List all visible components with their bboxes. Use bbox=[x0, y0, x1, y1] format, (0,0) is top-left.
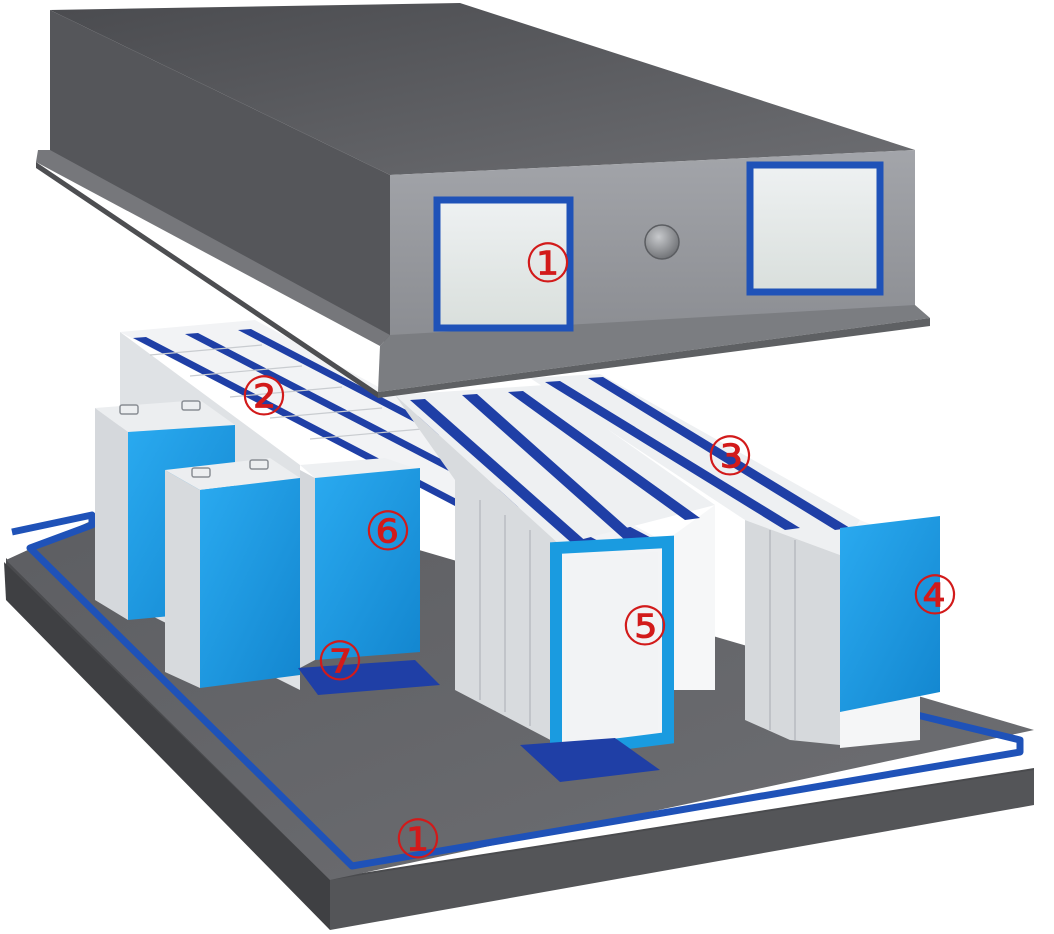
callout-rack-row-right: ③ bbox=[706, 425, 754, 488]
callout-ceiling-unit: ① bbox=[524, 232, 572, 295]
ceiling-knob bbox=[644, 224, 680, 260]
ceiling-unit bbox=[36, 3, 930, 398]
floor-vent-left bbox=[298, 660, 440, 695]
rack-row-center bbox=[395, 385, 715, 745]
callout-floor-boundary: ① bbox=[394, 808, 442, 871]
end-door-center-frame bbox=[550, 535, 674, 759]
rack-top-stripe bbox=[462, 394, 650, 549]
end-door-center-panel bbox=[566, 552, 658, 744]
callout-end-door-center: ⑤ bbox=[621, 595, 669, 658]
floor-vent-center bbox=[520, 738, 660, 782]
rack-top-stripe bbox=[588, 377, 850, 530]
ceiling-flange-left bbox=[36, 150, 390, 346]
ceiling-left-side bbox=[50, 10, 390, 345]
end-cabinet-center bbox=[520, 535, 674, 782]
cabinet-left-front bbox=[165, 458, 300, 688]
floor-slab-bottom-edge bbox=[330, 770, 1034, 930]
ceiling-window-right bbox=[746, 161, 884, 296]
callout-floor-vent: ⑦ bbox=[316, 630, 364, 693]
callout-rack-row-left: ② bbox=[240, 365, 288, 428]
rack-top-stripe bbox=[410, 399, 598, 553]
rack-top-stripe bbox=[545, 381, 800, 530]
callout-front-door-left: ⑥ bbox=[364, 500, 412, 563]
ceiling-top bbox=[50, 3, 915, 175]
end-door-right bbox=[840, 516, 940, 712]
front-door-left bbox=[298, 458, 440, 695]
ceiling-window-left bbox=[433, 196, 574, 332]
ceiling-flange-front bbox=[378, 305, 930, 392]
floor-slab-left-edge bbox=[4, 562, 330, 930]
rack-top-stripe bbox=[508, 391, 700, 520]
callout-end-door-right: ④ bbox=[911, 564, 959, 627]
floor-boundary-line bbox=[11, 511, 1024, 870]
rack-top-stripe bbox=[133, 337, 560, 554]
